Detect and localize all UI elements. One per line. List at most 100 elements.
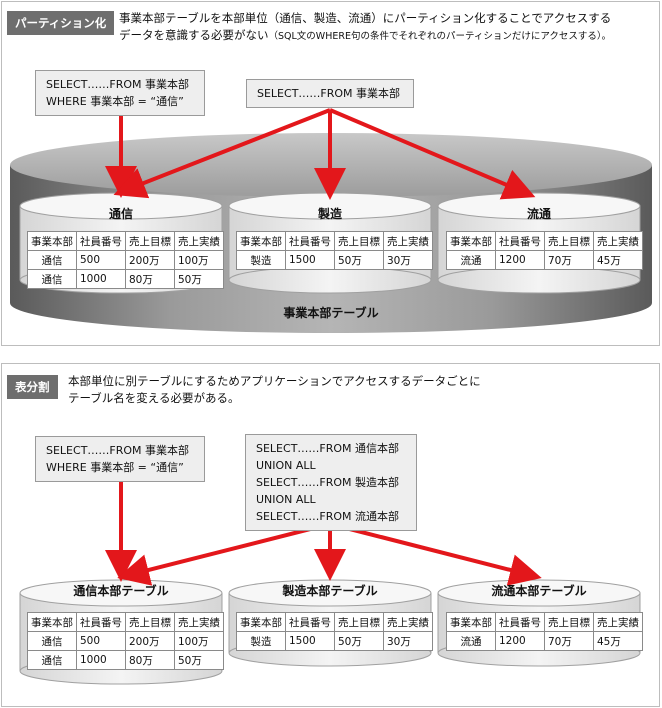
table-cell: 1000 xyxy=(76,650,126,670)
table-cell: 通信 xyxy=(27,250,77,270)
table-split-desc-line2: テーブル名を変える必要がある。 xyxy=(68,391,240,405)
table-row: 流通 1200 70万 45万 xyxy=(446,250,643,270)
table-cell: 流通 xyxy=(446,250,496,270)
table-header-cell: 売上実績 xyxy=(174,231,224,251)
table-cell: 200万 xyxy=(125,250,175,270)
table-header-cell: 社員番号 xyxy=(76,612,126,632)
table-cell: 200万 xyxy=(125,631,175,651)
table-header-row: 事業本部 社員番号 売上目標 売上実績 xyxy=(446,612,643,632)
table-cell: 80万 xyxy=(125,650,175,670)
table-cell: 80万 xyxy=(125,269,175,289)
table-cell: 50万 xyxy=(174,269,224,289)
top-disk-label-tsushin: 通信 xyxy=(108,207,133,221)
table-header-cell: 売上実績 xyxy=(593,612,643,632)
table-header-row: 事業本部 社員番号 売上目標 売上実績 xyxy=(27,231,224,251)
sql-line: UNION ALL xyxy=(256,459,316,472)
table-cell: 通信 xyxy=(27,631,77,651)
sql-line: WHERE 事業本部 = “通信” xyxy=(46,461,184,474)
table-row: 通信 1000 80万 50万 xyxy=(27,650,224,670)
table-header-cell: 社員番号 xyxy=(285,612,335,632)
sql-line: SELECT……FROM 通信本部 xyxy=(256,442,400,455)
bottom-table-seizo: 事業本部 社員番号 売上目標 売上実績 製造 1500 50万 30万 xyxy=(236,612,433,651)
table-header-row: 事業本部 社員番号 売上目標 売上実績 xyxy=(446,231,643,251)
table-cell: 70万 xyxy=(544,631,594,651)
table-header-row: 事業本部 社員番号 売上目標 売上実績 xyxy=(236,231,433,251)
table-split-description: 本部単位に別テーブルにするためアプリケーションでアクセスするデータごとに テーブ… xyxy=(68,373,481,407)
top-sql-where-box: SELECT……FROM 事業本部 WHERE 事業本部 = “通信” xyxy=(35,70,205,116)
top-arrows xyxy=(105,108,536,200)
table-cell: 500 xyxy=(76,631,126,651)
table-header-row: 事業本部 社員番号 売上目標 売上実績 xyxy=(236,612,433,632)
table-header-cell: 事業本部 xyxy=(27,231,77,251)
table-split-desc-line1: 本部単位に別テーブルにするためアプリケーションでアクセスするデータごとに xyxy=(68,374,481,388)
table-row: 通信 500 200万 100万 xyxy=(27,631,224,651)
arrow-union-to-tsushin-table xyxy=(117,522,331,586)
table-row: 通信 1000 80万 50万 xyxy=(27,269,224,289)
table-header-cell: 社員番号 xyxy=(495,612,545,632)
bottom-table-tsushin: 事業本部 社員番号 売上目標 売上実績 通信 500 200万 100万 通信 … xyxy=(27,612,224,670)
top-table-seizo: 事業本部 社員番号 売上目標 売上実績 製造 1500 50万 30万 xyxy=(236,231,433,270)
bottom-sql-where-box: SELECT……FROM 事業本部 WHERE 事業本部 = “通信” xyxy=(35,436,205,482)
arrow-union-to-ryutsu-table xyxy=(329,522,542,586)
partitioning-desc-line1: 事業本部テーブルを本部単位（通信、製造、流通）にパーティション化することでアクセ… xyxy=(119,11,612,25)
table-split-tag: 表分割 xyxy=(7,375,58,399)
table-cell: 500 xyxy=(76,250,126,270)
table-header-cell: 事業本部 xyxy=(27,612,77,632)
table-cell: 製造 xyxy=(236,250,286,270)
bottom-sql-union-box: SELECT……FROM 通信本部 UNION ALL SELECT……FROM… xyxy=(245,434,417,531)
table-cell: 1200 xyxy=(495,631,545,651)
table-header-cell: 売上実績 xyxy=(593,231,643,251)
table-cell: 1500 xyxy=(285,631,335,651)
table-header-cell: 事業本部 xyxy=(446,231,496,251)
bottom-disk-label-ryutsu: 流通本部テーブル xyxy=(491,584,587,598)
sql-line: WHERE 事業本部 = “通信” xyxy=(46,95,184,108)
table-cell: 1200 xyxy=(495,250,545,270)
table-cell: 通信 xyxy=(27,650,77,670)
top-disk-label-ryutsu: 流通 xyxy=(526,207,551,221)
table-header-row: 事業本部 社員番号 売上目標 売上実績 xyxy=(27,612,224,632)
bottom-arrows xyxy=(105,470,542,586)
table-cell: 45万 xyxy=(593,631,643,651)
table-cell: 通信 xyxy=(27,269,77,289)
table-cell: 1500 xyxy=(285,250,335,270)
sql-line: SELECT……FROM 事業本部 xyxy=(257,87,401,100)
table-header-cell: 社員番号 xyxy=(285,231,335,251)
table-cell: 45万 xyxy=(593,250,643,270)
sql-line: SELECT……FROM 流通本部 xyxy=(256,510,400,523)
table-row: 製造 1500 50万 30万 xyxy=(236,250,433,270)
table-cell: 50万 xyxy=(334,250,384,270)
table-cell: 1000 xyxy=(76,269,126,289)
table-cell: 70万 xyxy=(544,250,594,270)
table-header-cell: 売上目標 xyxy=(334,231,384,251)
table-cell: 100万 xyxy=(174,631,224,651)
table-cell: 30万 xyxy=(383,250,433,270)
table-cell: 製造 xyxy=(236,631,286,651)
table-header-cell: 社員番号 xyxy=(76,231,126,251)
sql-line: SELECT……FROM 事業本部 xyxy=(46,78,190,91)
bottom-disk-label-seizo: 製造本部テーブル xyxy=(282,584,378,598)
sql-line: SELECT……FROM 事業本部 xyxy=(46,444,190,457)
business-division-table-label: 事業本部テーブル xyxy=(283,306,379,320)
table-header-cell: 売上目標 xyxy=(125,612,175,632)
table-header-cell: 事業本部 xyxy=(446,612,496,632)
table-header-cell: 売上実績 xyxy=(383,231,433,251)
bottom-disk-label-tsushin: 通信本部テーブル xyxy=(73,584,169,598)
table-header-cell: 社員番号 xyxy=(495,231,545,251)
table-row: 通信 500 200万 100万 xyxy=(27,250,224,270)
table-row: 製造 1500 50万 30万 xyxy=(236,631,433,651)
table-header-cell: 売上目標 xyxy=(334,612,384,632)
top-sql-select-box: SELECT……FROM 事業本部 xyxy=(246,79,414,108)
partitioning-description: 事業本部テーブルを本部単位（通信、製造、流通）にパーティション化することでアクセ… xyxy=(119,10,611,45)
sql-line: SELECT……FROM 製造本部 xyxy=(256,476,400,489)
bottom-table-ryutsu: 事業本部 社員番号 売上目標 売上実績 流通 1200 70万 45万 xyxy=(446,612,643,651)
top-disk-label-seizo: 製造 xyxy=(317,207,342,221)
arrow-right-to-tsushin xyxy=(113,108,331,199)
table-cell: 流通 xyxy=(446,631,496,651)
top-table-ryutsu: 事業本部 社員番号 売上目標 売上実績 流通 1200 70万 45万 xyxy=(446,231,643,270)
table-header-cell: 売上実績 xyxy=(383,612,433,632)
arrow-right-to-ryutsu xyxy=(329,108,536,200)
table-header-cell: 売上目標 xyxy=(544,231,594,251)
top-table-tsushin: 事業本部 社員番号 売上目標 売上実績 通信 500 200万 100万 通信 … xyxy=(27,231,224,289)
table-header-cell: 事業本部 xyxy=(236,231,286,251)
table-cell: 30万 xyxy=(383,631,433,651)
